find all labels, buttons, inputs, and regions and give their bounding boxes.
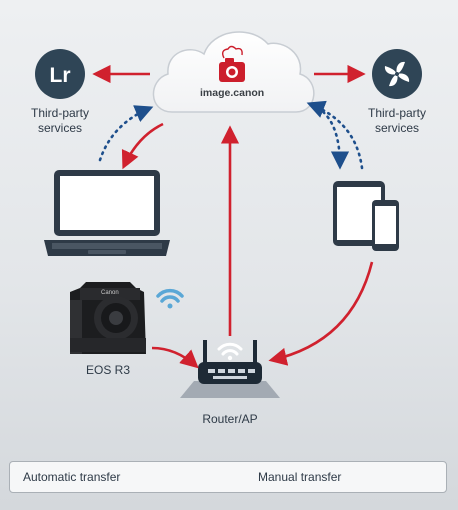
legend-automatic-label: Automatic transfer bbox=[23, 470, 121, 484]
left-service-label: Third-party services bbox=[10, 106, 110, 136]
laptop-icon bbox=[44, 170, 170, 256]
arrow-cloud-to-tablet bbox=[316, 106, 350, 170]
lightroom-service-icon: Lr bbox=[35, 49, 85, 99]
left-service-label-line1: Third-party bbox=[30, 106, 89, 120]
arrow-camera-to-router bbox=[151, 346, 199, 369]
legend-manual-label: Manual transfer bbox=[258, 470, 342, 484]
router-icon bbox=[180, 340, 280, 398]
image-canon-logo-icon bbox=[219, 45, 245, 82]
right-service-label-line1: Third-party bbox=[367, 106, 426, 120]
wifi-icon bbox=[156, 288, 184, 309]
left-service-label-line2: services bbox=[37, 121, 82, 135]
camera-icon: Canon bbox=[70, 282, 146, 354]
arrow-cloud-to-laptop bbox=[121, 122, 164, 170]
camera-label: EOS R3 bbox=[85, 363, 130, 377]
right-service-label-line2: services bbox=[374, 121, 419, 135]
cloud-service-label: image.canon bbox=[200, 87, 265, 99]
tablet-and-phone-icon bbox=[333, 181, 399, 251]
camera-brand-text: Canon bbox=[101, 290, 119, 296]
lightroom-badge-text: Lr bbox=[50, 64, 71, 87]
right-service-label: Third-party services bbox=[347, 106, 447, 136]
router-label: Router/AP bbox=[202, 412, 258, 426]
automatic-transfer-arrows bbox=[92, 64, 374, 369]
pinwheel-service-icon bbox=[372, 49, 422, 99]
router-wifi-icon bbox=[217, 342, 243, 361]
manual-transfer-arrows bbox=[98, 100, 364, 170]
legend-box: Automatic transfer Manual transfer bbox=[9, 461, 447, 493]
arrow-tablet-to-cloud bbox=[306, 100, 364, 170]
arrow-laptop-to-cloud bbox=[98, 105, 154, 162]
arrow-tablet-to-router bbox=[268, 261, 374, 366]
